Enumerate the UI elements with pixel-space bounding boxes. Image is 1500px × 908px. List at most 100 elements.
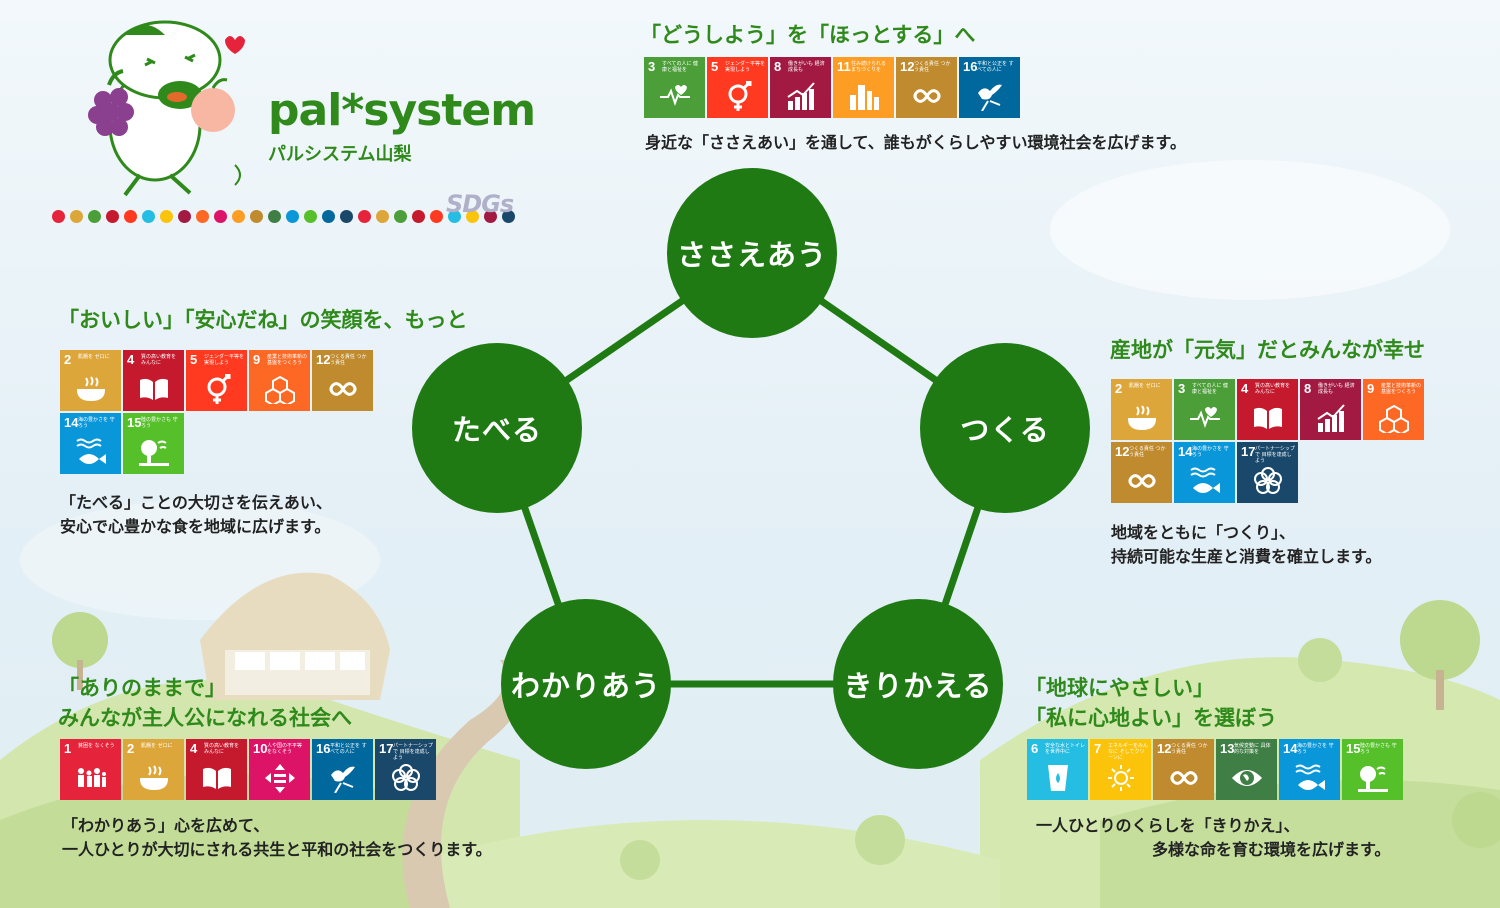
sdg-goal-caption: 人や国の不平等 をなくそう: [267, 743, 303, 755]
infinity-icon: [1170, 771, 1198, 785]
sdg-goal-8-tile[interactable]: 8 働きがいも 経済成長も: [770, 57, 831, 118]
infinity-icon: [1128, 474, 1156, 488]
sdg-goal-number: 15: [1346, 741, 1361, 756]
circle-wakariau[interactable]: わかりあう: [501, 599, 671, 769]
sdg-goal-number: 3: [1178, 381, 1186, 396]
fish-icon: [1190, 467, 1220, 493]
sdg-goal-caption: パートナーシップで 目標を達成しよう: [1255, 446, 1295, 464]
fish-icon: [1295, 764, 1325, 790]
sdg-goal-caption: ジェンダー平等を 実現しよう: [725, 61, 766, 73]
growth-icon: [1317, 404, 1345, 432]
heartbeat-icon: [1190, 407, 1220, 428]
sdg-goal-caption: 海の豊かさを 守ろう: [1192, 446, 1229, 458]
taberu-description-line1: 「たべる」ことの大切さを伝えあい、: [60, 493, 332, 512]
sdg-dot: [124, 210, 137, 223]
heartbeat-icon: [660, 85, 690, 106]
infinity-icon: [913, 89, 941, 103]
city-icon: [850, 85, 879, 110]
sdg-dot: [322, 210, 335, 223]
sdg-goal-number: 12: [316, 352, 331, 367]
growth-icon: [787, 82, 815, 110]
taberu-description-line2: 安心で心豊かな食を地域に広げます。: [60, 517, 331, 536]
sdg-dot: [430, 210, 443, 223]
sdg-goal-number: 2: [1115, 381, 1123, 396]
sdg-goal-caption: 気候変動に 具体的な対策を: [1234, 743, 1271, 755]
sdg-goal-caption: つくる責任 つかう責任: [1171, 743, 1208, 755]
flower-icon: [1254, 467, 1282, 494]
taberu-heading: 「おいしい」「安心だね」の笑顔を、もっと: [58, 308, 468, 332]
sdg-goal-number: 5: [190, 352, 198, 367]
book-icon: [203, 767, 231, 789]
sdg-goal-number: 2: [64, 352, 72, 367]
sdg-goal-number: 15: [127, 415, 142, 430]
sdg-goal-number: 2: [127, 741, 135, 756]
sdg-goal-number: 8: [1304, 381, 1312, 396]
sdg-goal-number: 3: [648, 59, 656, 74]
sdg-goal-caption: 質の高い教育を みんなに: [204, 743, 240, 755]
sdg-dot: [106, 210, 119, 223]
sdg-dot: [250, 210, 263, 223]
flower-icon: [392, 764, 420, 791]
circle-sasaeau[interactable]: ささえあう: [667, 168, 837, 338]
tsukuru-description-line1: 地域をともに「つくり」、: [1111, 523, 1296, 542]
sdg-goal-caption: 質の高い教育を みんなに: [1255, 383, 1291, 395]
sdg-goal-caption: 海の豊かさを 守ろう: [78, 417, 115, 429]
sdg-dot: [304, 210, 317, 223]
sdg-dot: [484, 210, 497, 223]
sdg-goal-4-tile[interactable]: 4 質の高い教育を みんなに: [1237, 379, 1298, 440]
circle-tsukuru[interactable]: つくる: [920, 343, 1090, 513]
cubes-icon: [265, 375, 295, 404]
kirikaeru-heading-line2: 「私に心地よい」を選ぼう: [1025, 706, 1277, 730]
cow-mascot-icon: [88, 20, 245, 197]
sdg-goal-number: 4: [1241, 381, 1249, 396]
circle-taberu[interactable]: たべる: [412, 343, 582, 513]
sdg-dot: [232, 210, 245, 223]
sdg-goal-caption: エネルギーをみんなに そしてクリーンに: [1108, 743, 1149, 761]
kirikaeru-description-line2: 多様な命を育む環境を広げます。: [1152, 840, 1391, 859]
circle-kirikaeru[interactable]: きりかえる: [833, 599, 1003, 769]
sdg-goal-caption: 働きがいも 経済成長も: [788, 61, 825, 73]
sdg-goal-number: 17: [379, 741, 394, 756]
sdg-goal-number: 8: [774, 59, 782, 74]
brand-logo[interactable]: pal*system: [268, 85, 536, 136]
sdg-dot: [268, 210, 281, 223]
sdg-dot: [52, 210, 65, 223]
gender-icon: [728, 81, 752, 111]
eye-globe-icon: [1232, 770, 1262, 786]
tsukuru-description-line2: 持続可能な生産と消費を確立します。: [1111, 547, 1382, 566]
bowl-icon: [139, 765, 169, 791]
